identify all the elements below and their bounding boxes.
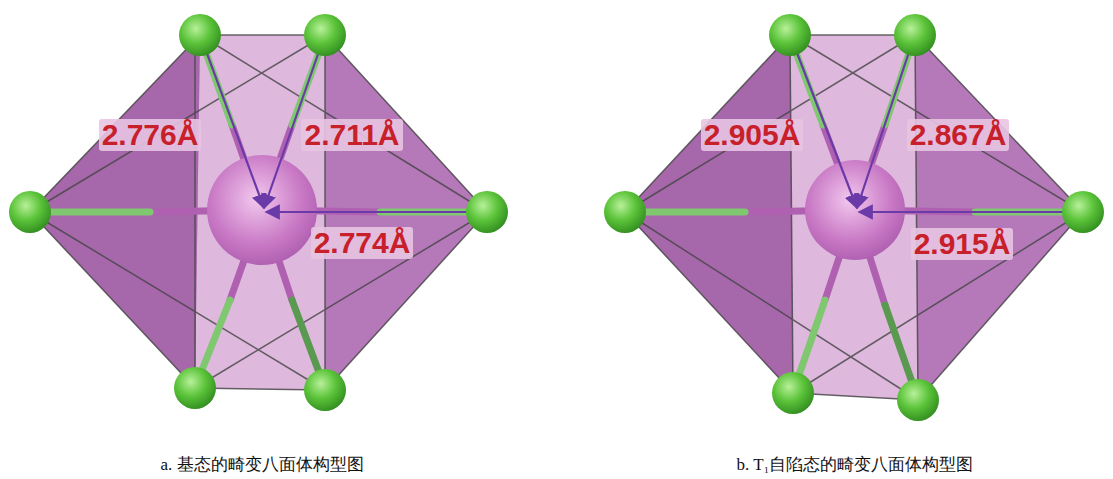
subfigure-caption: a. 基态的畸变八面体构型图 [160,455,363,475]
bond-length: 2.711Å [301,119,402,151]
bond-length: 2.867Å [907,119,1010,151]
subfigure-caption: b. T₁自陷态的畸变八面体构型图 [736,455,973,475]
bond-length: 2.774Å [311,227,414,259]
bond-length: 2.915Å [911,228,1014,260]
octahedron-b [604,14,1104,421]
bond-length: 2.905Å [701,119,804,151]
octahedron-a [9,14,508,411]
bond-length: 2.776Å [99,119,202,151]
